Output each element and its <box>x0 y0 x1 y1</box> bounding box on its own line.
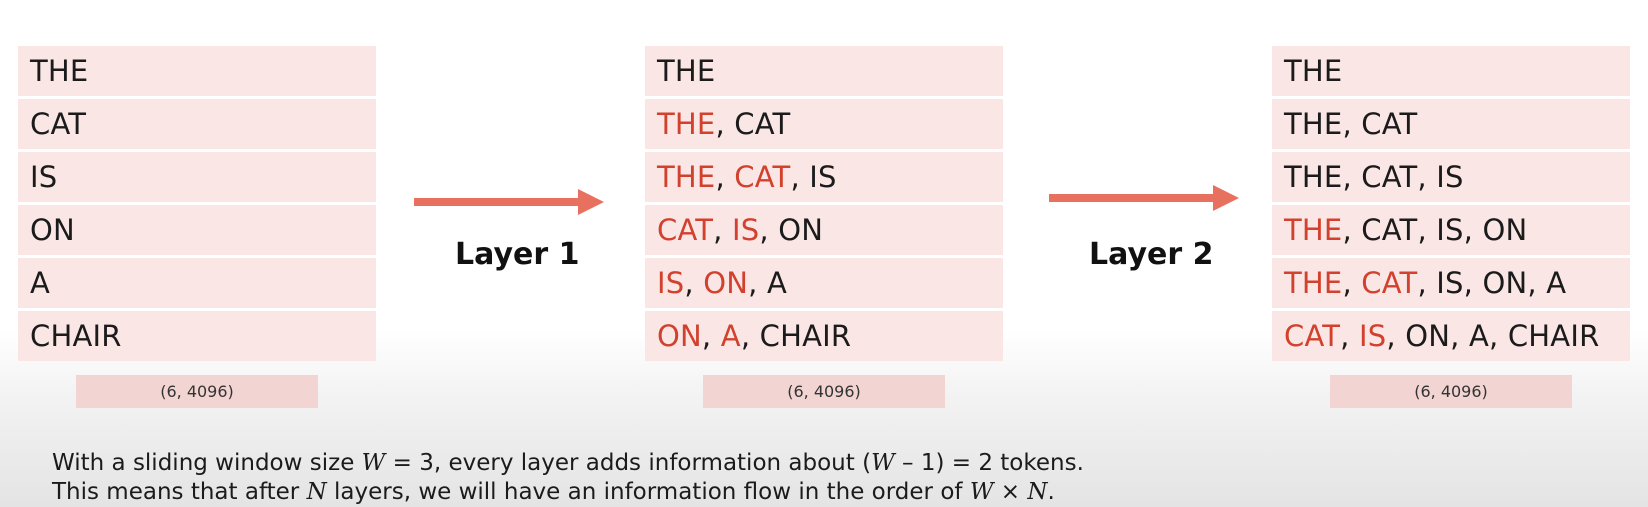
token-row: IS, ON, A <box>645 258 1003 308</box>
token-text: , CHAIR <box>740 319 852 353</box>
token-text: , <box>701 319 721 353</box>
shape-label-layer-1: (6, 4096) <box>703 375 945 408</box>
caption-text: = 3, every layer adds information about … <box>385 450 872 476</box>
token-column-input: THE CAT IS ON A CHAIR <box>18 46 376 364</box>
token-highlight: IS <box>732 213 760 247</box>
token-row: THE, CAT, IS <box>1272 152 1630 202</box>
token-row: THE <box>645 46 1003 96</box>
token-highlight: CAT <box>1361 266 1418 300</box>
token-highlight: IS <box>657 266 685 300</box>
token-text: THE <box>30 54 89 88</box>
caption-text: . <box>1047 479 1055 505</box>
arrow-right-icon <box>1049 185 1239 211</box>
token-highlight: CAT <box>1284 319 1341 353</box>
math-var: W <box>871 450 895 476</box>
layer-2-label: Layer 2 <box>1089 237 1214 272</box>
token-highlight: ON <box>703 266 749 300</box>
token-text: IS <box>30 160 58 194</box>
token-text: , ON, A, CHAIR <box>1386 319 1600 353</box>
token-column-layer-2: THE THE, CAT THE, CAT, IS THE, CAT, IS, … <box>1272 46 1630 364</box>
caption-text: layers, we will have an information flow… <box>326 479 970 505</box>
token-row: CAT, IS, ON, A, CHAIR <box>1272 311 1630 361</box>
math-var: W <box>969 479 994 505</box>
token-row: CAT <box>18 99 376 149</box>
token-text: , ON <box>759 213 824 247</box>
math-var: N <box>306 479 327 505</box>
token-row: THE, CAT, IS, ON <box>1272 205 1630 255</box>
arrow-right-icon <box>414 189 604 215</box>
token-row: THE, CAT, IS, ON, A <box>1272 258 1630 308</box>
caption-text: This means that after <box>52 479 307 505</box>
token-row: ON <box>18 205 376 255</box>
caption-text: × <box>993 479 1028 505</box>
token-column-layer-1: THE THE, CAT THE, CAT, IS CAT, IS, ON IS… <box>645 46 1003 364</box>
token-text: , <box>713 213 732 247</box>
caption-text: – 1) = 2 tokens. <box>894 450 1084 476</box>
caption-line-1: With a sliding window size W = 3, every … <box>52 450 1084 476</box>
token-highlight: A <box>720 319 741 353</box>
token-row: CHAIR <box>18 311 376 361</box>
token-highlight: THE <box>1284 266 1343 300</box>
token-text: , A <box>748 266 788 300</box>
token-text: , <box>715 160 735 194</box>
token-text: A <box>30 266 51 300</box>
token-row: A <box>18 258 376 308</box>
token-text: CAT <box>30 107 87 141</box>
token-text: THE, CAT, IS <box>1284 160 1464 194</box>
token-row: THE, CAT <box>1272 99 1630 149</box>
layer-1-label: Layer 1 <box>455 237 580 272</box>
token-text: THE <box>1284 54 1343 88</box>
token-text: , CAT, IS, ON <box>1342 213 1528 247</box>
caption-text: With a sliding window size <box>52 450 362 476</box>
token-row: THE, CAT, IS <box>645 152 1003 202</box>
token-row: IS <box>18 152 376 202</box>
token-highlight: THE <box>657 160 716 194</box>
token-row: THE, CAT <box>645 99 1003 149</box>
token-highlight: CAT <box>657 213 714 247</box>
token-text: ON <box>30 213 75 247</box>
token-highlight: ON <box>657 319 702 353</box>
shape-label-layer-2: (6, 4096) <box>1330 375 1572 408</box>
shape-label-input: (6, 4096) <box>76 375 318 408</box>
token-row: THE <box>1272 46 1630 96</box>
math-var: W <box>361 450 386 476</box>
token-text: THE, CAT <box>1284 107 1418 141</box>
token-row: THE <box>18 46 376 96</box>
math-var: N <box>1027 479 1048 505</box>
token-text: , CAT <box>715 107 791 141</box>
token-text: , IS, ON, A <box>1417 266 1567 300</box>
caption-line-2: This means that after N layers, we will … <box>52 479 1055 505</box>
token-highlight: CAT <box>734 160 791 194</box>
token-text: THE <box>657 54 716 88</box>
token-text: , <box>1342 266 1362 300</box>
token-highlight: THE <box>1284 213 1343 247</box>
token-row: CAT, IS, ON <box>645 205 1003 255</box>
token-text: , <box>684 266 704 300</box>
token-text: , <box>1340 319 1359 353</box>
token-text: CHAIR <box>30 319 122 353</box>
token-row: ON, A, CHAIR <box>645 311 1003 361</box>
token-text: , IS <box>790 160 837 194</box>
token-highlight: THE <box>657 107 716 141</box>
token-highlight: IS <box>1359 319 1387 353</box>
